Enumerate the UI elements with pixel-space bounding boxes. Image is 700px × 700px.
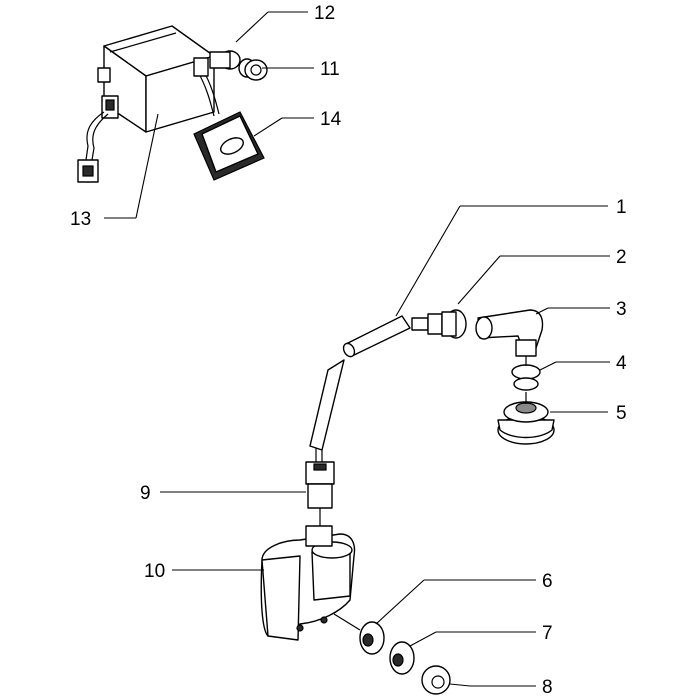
control-unit-13 [77, 25, 215, 183]
cable-nut-2 [411, 309, 467, 339]
ignition-coil-10 [260, 525, 361, 641]
spark-plug-cap-3 [475, 309, 544, 357]
callout-8: 8 [542, 677, 553, 698]
leader-lines [104, 11, 610, 687]
connector-12 [193, 50, 241, 117]
connector-9 [305, 461, 335, 526]
washer-7 [389, 641, 415, 675]
callout-5: 5 [616, 403, 627, 424]
callout-3: 3 [616, 299, 627, 320]
callout-14: 14 [320, 109, 342, 130]
callout-9: 9 [140, 483, 151, 504]
washer-6 [359, 621, 385, 655]
rubber-boot-5 [497, 392, 555, 445]
callouts: 12 11 14 13 1 2 3 4 5 9 10 6 7 8 [70, 3, 627, 698]
callout-4: 4 [616, 353, 627, 374]
nut-8 [421, 665, 451, 695]
callout-10: 10 [144, 561, 165, 582]
callout-1: 1 [616, 197, 627, 218]
nut-11 [238, 58, 268, 81]
callout-11: 11 [320, 59, 340, 80]
callout-7: 7 [542, 623, 553, 644]
callout-13: 13 [70, 209, 91, 230]
callout-12: 12 [314, 3, 335, 24]
ring-4 [511, 356, 541, 391]
ht-cable-1 [309, 315, 411, 462]
callout-2: 2 [616, 247, 627, 268]
callout-6: 6 [542, 571, 553, 592]
rubber-pad-14 [193, 111, 265, 181]
